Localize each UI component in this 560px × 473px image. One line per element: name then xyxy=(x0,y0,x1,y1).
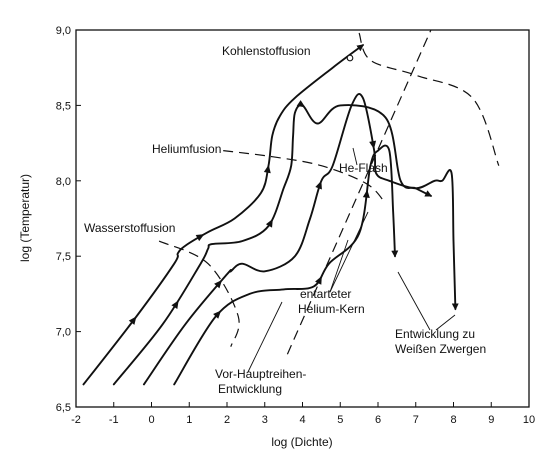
x-tick-label-2: 0 xyxy=(148,414,154,426)
track-3-arrow-2 xyxy=(315,180,322,190)
x-tick-label-12: 10 xyxy=(523,414,535,426)
track-2-arrow-2 xyxy=(265,218,273,228)
x-tick-label-9: 7 xyxy=(413,414,419,426)
label-entarteter: entarteter xyxy=(300,287,351,301)
x-tick-label-0: -2 xyxy=(71,414,81,426)
label-he-flash: He-Flash xyxy=(339,161,388,175)
label-heliumfusion: Heliumfusion xyxy=(152,142,221,156)
track-1 xyxy=(82,44,365,386)
track-2-arrow-1 xyxy=(171,300,179,309)
x-tick-label-10: 8 xyxy=(450,414,456,426)
boundary-0 xyxy=(158,240,240,347)
y-tick-label-2: 7,5 xyxy=(56,251,71,263)
boundary-3 xyxy=(286,29,432,355)
pointer-2 xyxy=(329,211,369,293)
label-helium-kern: Helium-Kern xyxy=(298,302,365,316)
track-3-arrow-1 xyxy=(214,279,223,289)
pointer-3 xyxy=(397,271,431,331)
x-axis-title: log (Dichte) xyxy=(271,435,332,449)
x-tick-label-8: 6 xyxy=(375,414,381,426)
x-tick-label-1: -1 xyxy=(109,414,119,426)
track-3-arrow-3 xyxy=(369,140,377,150)
track-4-arrow-2 xyxy=(315,276,322,285)
pointer-5 xyxy=(247,301,283,373)
track-3 xyxy=(142,93,459,386)
label-entwicklung: Entwicklung xyxy=(218,382,282,396)
pointer-0 xyxy=(352,147,358,166)
y-tick-label-1: 7,0 xyxy=(56,327,71,339)
track-1-arrow-2 xyxy=(195,234,205,242)
x-tick-label-7: 5 xyxy=(337,414,343,426)
x-tick-label-6: 4 xyxy=(299,414,305,426)
track-1-arrow-3 xyxy=(263,164,271,174)
carbon-ignition-marker xyxy=(346,54,354,62)
x-tick-label-3: 1 xyxy=(186,414,192,426)
x-tick-label-4: 2 xyxy=(224,414,230,426)
track-1-arrow-1 xyxy=(128,316,137,325)
x-tick-label-11: 9 xyxy=(488,414,494,426)
track-2 xyxy=(112,104,433,386)
y-axis-ticks: 6,5 7,0 7,5 8,0 8,5 9,0 xyxy=(56,25,81,414)
boundary-2 xyxy=(358,32,500,166)
label-entwicklung-zu: Entwicklung zu xyxy=(395,327,475,341)
x-tick-label-5: 3 xyxy=(262,414,268,426)
boundary-1 xyxy=(223,150,386,204)
label-vor-hauptreihen: Vor-Hauptreihen- xyxy=(215,367,306,381)
label-wasserstoffusion: Wasserstoffusion xyxy=(84,221,175,235)
pointer-4 xyxy=(435,314,456,331)
label-pointers xyxy=(247,147,456,373)
y-tick-label-3: 8,0 xyxy=(56,176,71,188)
label-weissen-zwergen: Weißen Zwergen xyxy=(395,342,486,356)
track-4-arrow-3 xyxy=(362,189,370,198)
y-tick-label-5: 9,0 xyxy=(56,25,71,37)
label-kohlenstoffusion: Kohlenstoffusion xyxy=(222,44,311,58)
track-4-arrow-1 xyxy=(213,310,222,319)
track-2-arrow-3 xyxy=(296,100,306,108)
pointer-1 xyxy=(329,239,349,293)
x-axis-ticks: -2 -1 0 1 2 3 4 5 6 7 8 9 10 xyxy=(71,402,535,426)
y-tick-label-4: 8,5 xyxy=(56,100,71,112)
y-axis-title: log (Temperatur) xyxy=(18,174,32,262)
y-tick-label-0: 6,5 xyxy=(56,402,71,414)
